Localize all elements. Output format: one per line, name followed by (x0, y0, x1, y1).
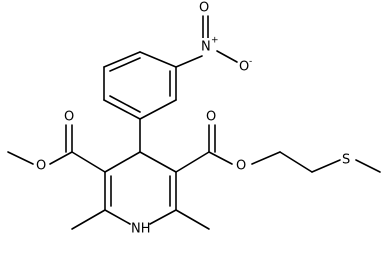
nitro-oxygen-right-charge: - (249, 57, 252, 67)
bond (355, 159, 381, 173)
ring-nh-label: NH (131, 222, 151, 237)
bonds (7, 15, 381, 230)
bond (139, 151, 177, 173)
nitro-oxygen-right-label: O (239, 60, 249, 75)
bond (7, 151, 34, 165)
bond (149, 209, 177, 225)
bond (104, 209, 131, 225)
bond (109, 95, 141, 113)
nitro-nitrogen-charge: + (211, 36, 219, 46)
bond (251, 151, 281, 165)
left-ester-ether-oxygen-label: O (36, 159, 46, 174)
atom-labels: N + O O - O O O O S NH (36, 1, 350, 237)
bond (71, 209, 106, 230)
bond (139, 99, 177, 120)
bond (103, 99, 141, 120)
right-ester-carbonyl-oxygen-label: O (206, 110, 216, 125)
bond (109, 57, 141, 72)
sulfur-label: S (342, 153, 350, 168)
bond (216, 50, 238, 63)
bond (175, 209, 210, 230)
bond (71, 151, 106, 173)
right-ester-ether-oxygen-label: O (236, 159, 246, 174)
bond (139, 51, 177, 68)
bond (175, 55, 203, 68)
bond (104, 151, 141, 173)
bond (103, 51, 141, 68)
left-ester-carbonyl-oxygen-label: O (64, 110, 74, 125)
bond (208, 151, 233, 165)
bond (311, 159, 341, 173)
bond (49, 151, 73, 165)
bond (279, 151, 313, 173)
nitro-oxygen-top-label: O (199, 1, 209, 16)
bond (175, 151, 210, 173)
nitro-nitrogen-label: N (201, 40, 211, 55)
